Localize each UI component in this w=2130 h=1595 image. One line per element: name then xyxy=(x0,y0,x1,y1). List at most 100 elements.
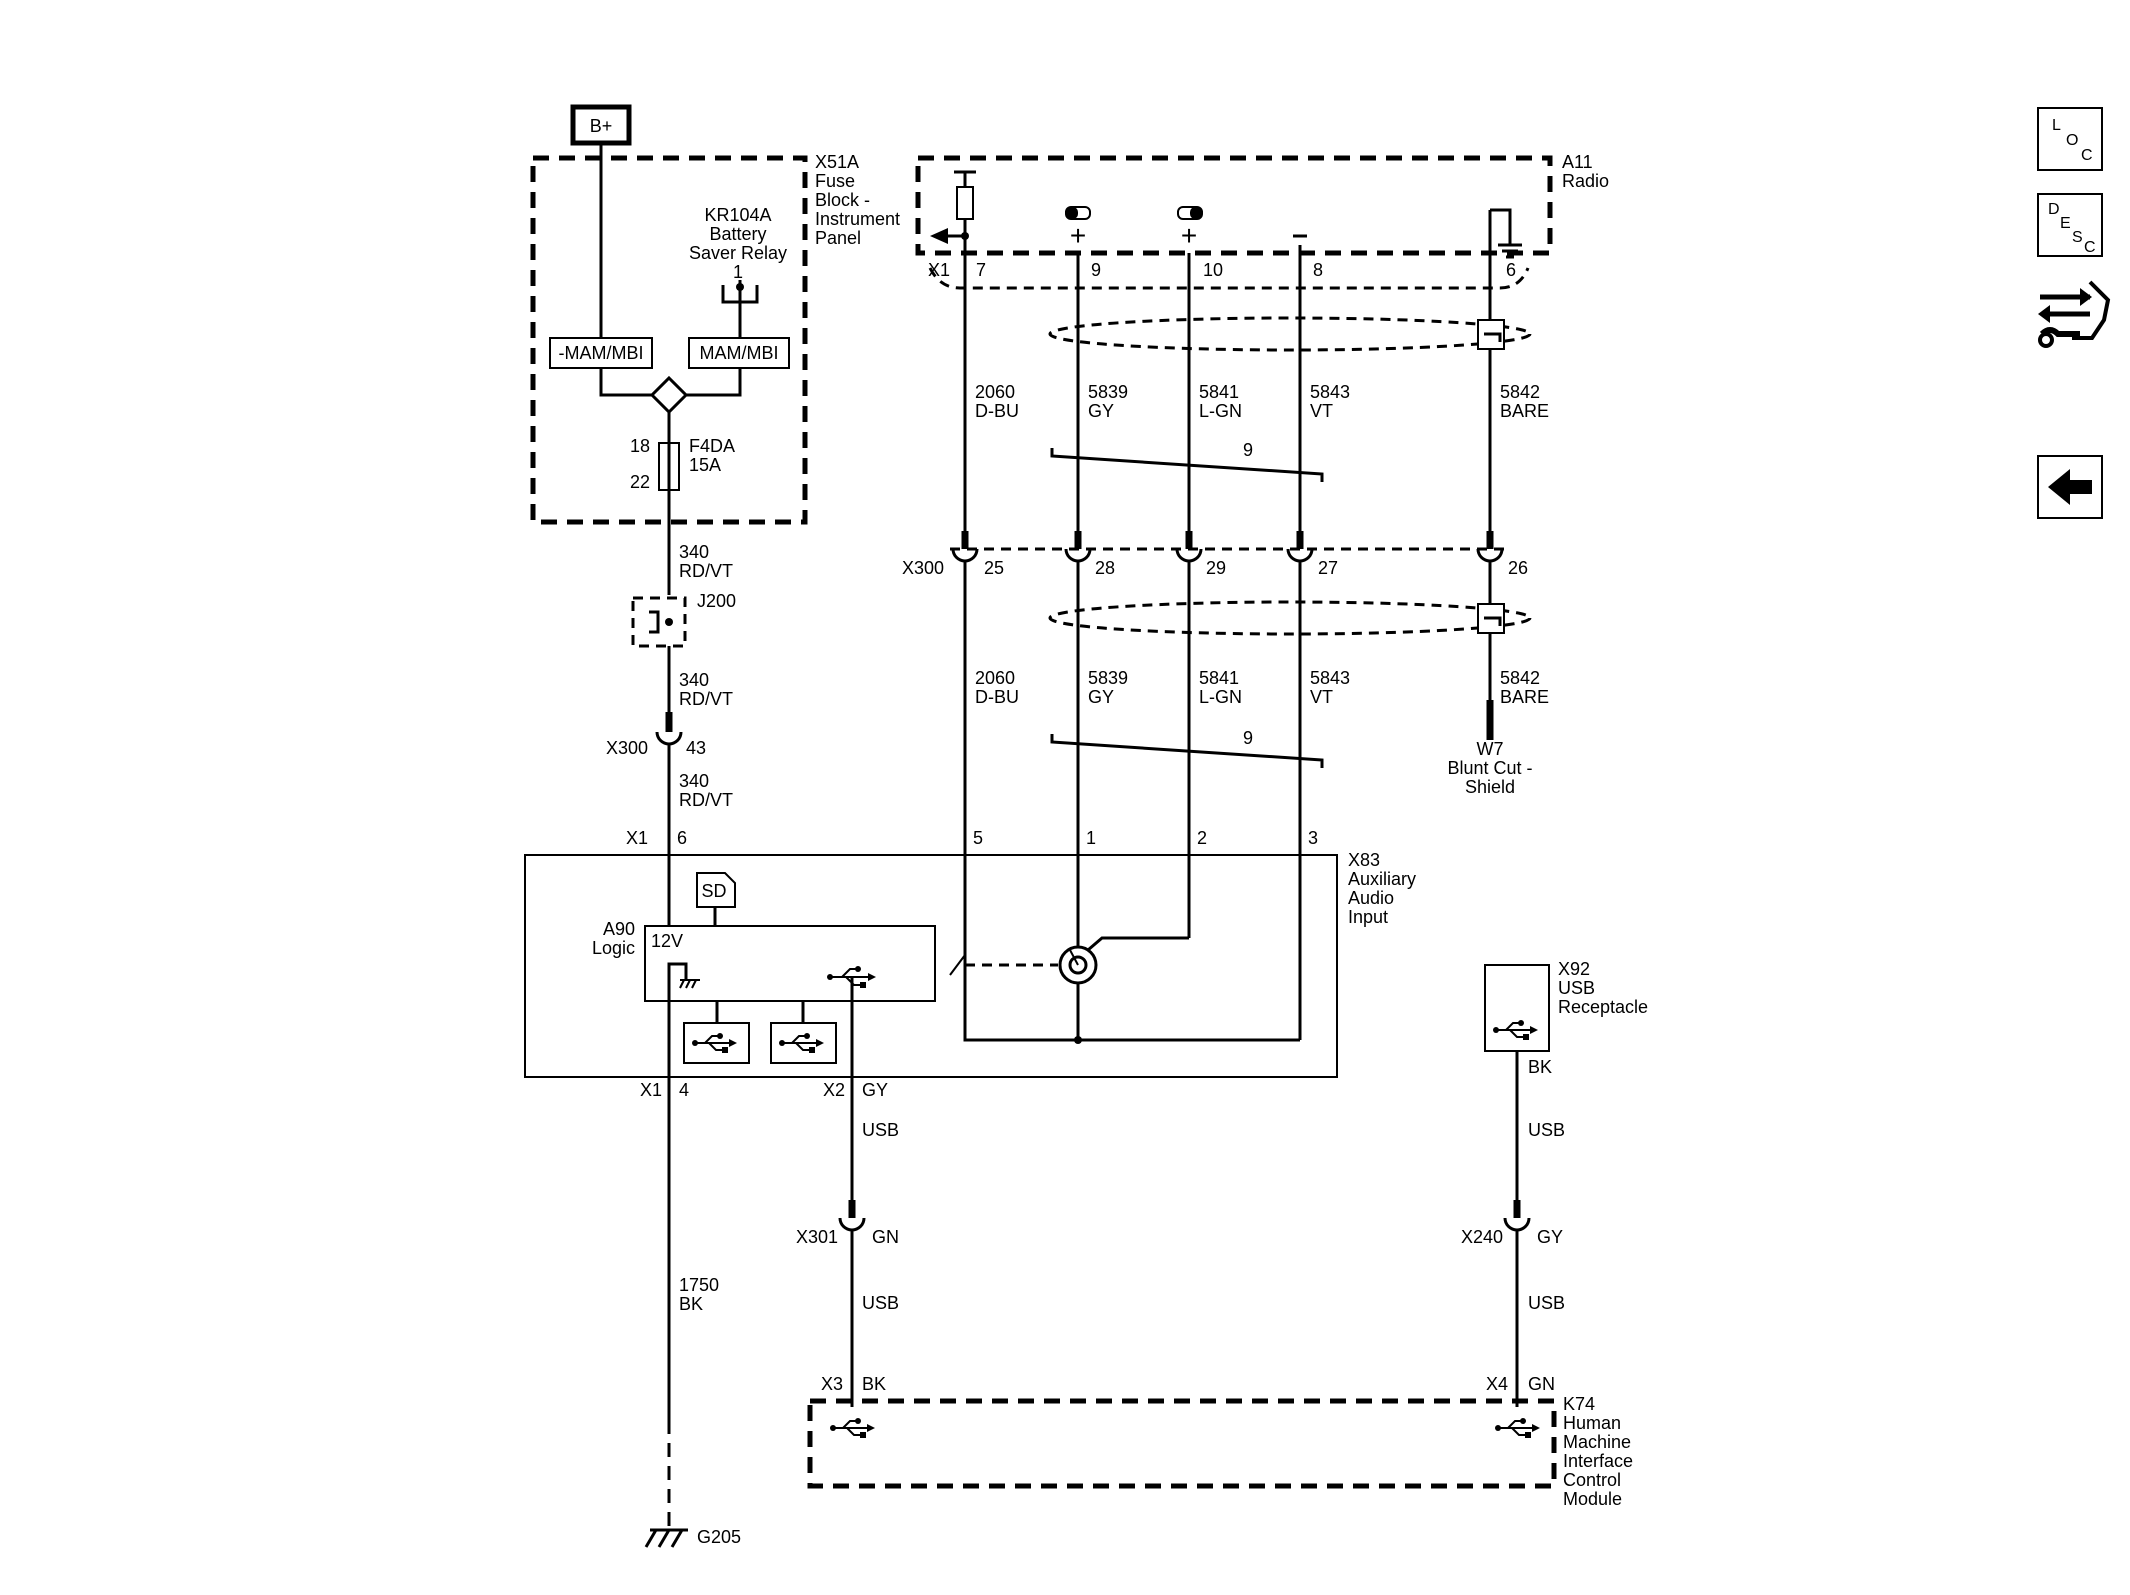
shield-name-2: Shield xyxy=(1465,777,1515,797)
desc-letter-4: C xyxy=(2084,239,2096,256)
battery-positive: B+ xyxy=(570,104,632,146)
hmi-left-connector: X3 xyxy=(821,1374,843,1394)
radio-a11: A11 Radio X1 7 9 10 8 6 + + xyxy=(915,152,1609,290)
wt1-color: GY xyxy=(1088,401,1114,421)
hmi-usb-icon-right xyxy=(1495,1418,1540,1438)
splice-j200: J200 xyxy=(631,591,736,648)
hmi-left-color: BK xyxy=(862,1374,886,1394)
shield-w7: W7 Blunt Cut - Shield xyxy=(1447,739,1532,797)
fuse-block-name-3: Instrument xyxy=(815,209,900,229)
x300-left-pin: 43 xyxy=(686,738,706,758)
wb1-color: GY xyxy=(1088,687,1114,707)
x240-usb-label: USB xyxy=(1528,1293,1565,1313)
radio-connector-outline xyxy=(928,267,1530,290)
desc-button[interactable]: D E S C xyxy=(2037,193,2103,257)
connector-x300-pin43: X300 43 xyxy=(606,712,706,758)
wb1-circuit: 5839 xyxy=(1088,668,1128,688)
x301-usb-label: USB xyxy=(862,1293,899,1313)
usb-label-1: USB xyxy=(862,1120,899,1140)
x300-pin-27: 27 xyxy=(1318,558,1338,578)
connector-x300-right: X300 25 28 29 27 26 xyxy=(902,531,1528,578)
logic-a90 xyxy=(644,925,936,1002)
b-plus-label: B+ xyxy=(590,116,613,136)
radio-name: Radio xyxy=(1562,171,1609,191)
receptacle-name-2: Receptacle xyxy=(1558,997,1648,1017)
aux-pin-3: 3 xyxy=(1308,828,1318,848)
aux-connector: X1 xyxy=(626,828,648,848)
receptacle-color: BK xyxy=(1528,1057,1552,1077)
usb-receptacle-x92: X92 USB Receptacle BK USB xyxy=(1484,959,1648,1140)
twisted-pair-bottom xyxy=(1050,734,1324,768)
hmi-name-1: Human xyxy=(1563,1413,1621,1433)
ground-pin: 4 xyxy=(679,1080,689,1100)
wb2-color: L-GN xyxy=(1199,687,1242,707)
hmi-right-color: GN xyxy=(1528,1374,1555,1394)
feed-wire2-circuit: 340 xyxy=(679,670,709,690)
loc-letter-2: O xyxy=(2066,132,2078,149)
ground-id: G205 xyxy=(697,1527,741,1547)
hmi-id: K74 xyxy=(1563,1394,1595,1414)
fuse-block-name-2: Block - xyxy=(815,190,870,210)
sd-label: SD xyxy=(701,881,726,901)
connector-repair-icon[interactable] xyxy=(2038,280,2111,348)
hmi-name-3: Interface xyxy=(1563,1451,1633,1471)
wt4-color: BARE xyxy=(1500,401,1549,421)
logic-voltage: 12V xyxy=(651,931,683,951)
loc-button[interactable]: L O C xyxy=(2037,107,2103,171)
relay-id: KR104A xyxy=(704,205,771,225)
radio-id: A11 xyxy=(1562,152,1593,172)
radio-pin-9: 9 xyxy=(1091,260,1101,280)
wt0-circuit: 2060 xyxy=(975,382,1015,402)
relay-name-1: Battery xyxy=(709,224,766,244)
relay-pin: 1 xyxy=(733,262,743,282)
ground-connector: X1 xyxy=(640,1080,662,1100)
hmi-name-4: Control xyxy=(1563,1470,1621,1490)
aux-pin-1: 1 xyxy=(1086,828,1096,848)
feed-wire2-color: RD/VT xyxy=(679,689,733,709)
shield-name-1: Blunt Cut - xyxy=(1447,758,1532,778)
x300-left-id: X300 xyxy=(606,738,648,758)
shield-bottom xyxy=(1048,600,1532,636)
ground-g205-icon xyxy=(644,1528,688,1548)
wt1-circuit: 5839 xyxy=(1088,382,1128,402)
hmi-usb-icon-left xyxy=(830,1418,875,1438)
radio-ground-icon xyxy=(1490,208,1522,259)
wb4-circuit: 5842 xyxy=(1500,668,1540,688)
wt3-color: VT xyxy=(1310,401,1333,421)
hmi-right-connector: X4 xyxy=(1486,1374,1508,1394)
usb-port-2-icon xyxy=(779,1033,824,1053)
desc-letter-1: D xyxy=(2048,201,2060,218)
wb0-color: D-BU xyxy=(975,687,1019,707)
aux-name-3: Input xyxy=(1348,907,1388,927)
radio-connector: X1 xyxy=(928,260,950,280)
logic-id: A90 xyxy=(603,919,635,939)
mam-right-label: MAM/MBI xyxy=(700,343,779,363)
wb2-circuit: 5841 xyxy=(1199,668,1239,688)
wb3-color: VT xyxy=(1310,687,1333,707)
wb0-circuit: 2060 xyxy=(975,668,1015,688)
x300-pin-26: 26 xyxy=(1508,558,1528,578)
fuse-block-id: X51A xyxy=(815,152,859,172)
fuse-pin-in: 18 xyxy=(630,436,650,456)
relay-name-2: Saver Relay xyxy=(689,243,787,263)
desc-letter-3: S xyxy=(2072,229,2083,246)
wt2-color: L-GN xyxy=(1199,401,1242,421)
wt4-circuit: 5842 xyxy=(1500,382,1540,402)
hmi-module-k74: X3 BK X4 GN K74 Human Machine Interface … xyxy=(807,1374,1633,1509)
x240-id: X240 xyxy=(1461,1227,1503,1247)
hmi-name-5: Module xyxy=(1563,1489,1622,1509)
x300-pin-29: 29 xyxy=(1206,558,1226,578)
back-arrow-icon[interactable] xyxy=(2037,455,2103,519)
hmi-name-2: Machine xyxy=(1563,1432,1631,1452)
radio-pin-6: 6 xyxy=(1506,260,1516,280)
aux-pin-5: 5 xyxy=(973,828,983,848)
feed-wire3-circuit: 340 xyxy=(679,771,709,791)
svg-text:+: + xyxy=(1181,220,1197,251)
x301-id: X301 xyxy=(796,1227,838,1247)
fuse-id: F4DA xyxy=(689,436,735,456)
fuse-block-x51a: X51A Fuse Block - Instrument Panel xyxy=(530,152,900,525)
junction-diamond xyxy=(649,375,689,415)
mam-mbi-right: MAM/MBI xyxy=(688,337,790,369)
desc-letter-2: E xyxy=(2060,215,2071,232)
